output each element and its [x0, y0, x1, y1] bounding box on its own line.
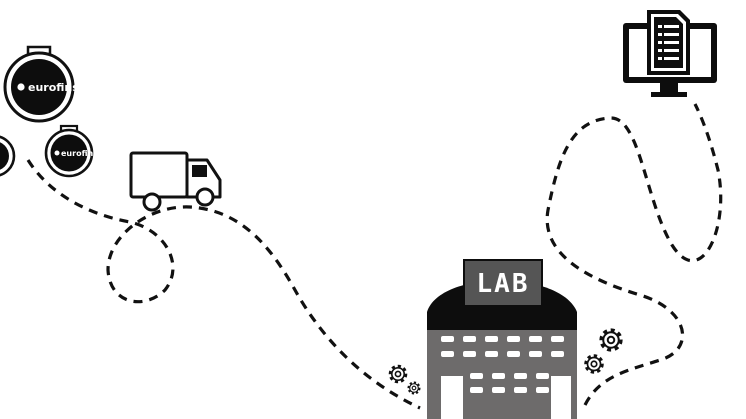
gear-icon [388, 364, 408, 384]
route-samples-to-truck [26, 159, 421, 410]
sample-container-icon: eurofins [3, 45, 79, 123]
sample-brand-label: eurofins [61, 149, 98, 158]
gear-icon [584, 354, 604, 374]
laboratory-building-icon: LAB [427, 259, 577, 419]
sample-brand-label: eurofins [28, 81, 79, 94]
route-lab-to-report [545, 103, 723, 406]
delivery-truck-icon [129, 151, 222, 212]
lab-sign-label: LAB [477, 269, 530, 299]
computer-report-icon [623, 10, 717, 97]
gear-icon [599, 328, 623, 352]
gear-icon [407, 381, 421, 395]
sample-container-icon: eurofins [44, 124, 98, 178]
sample-container-icon [0, 135, 16, 177]
